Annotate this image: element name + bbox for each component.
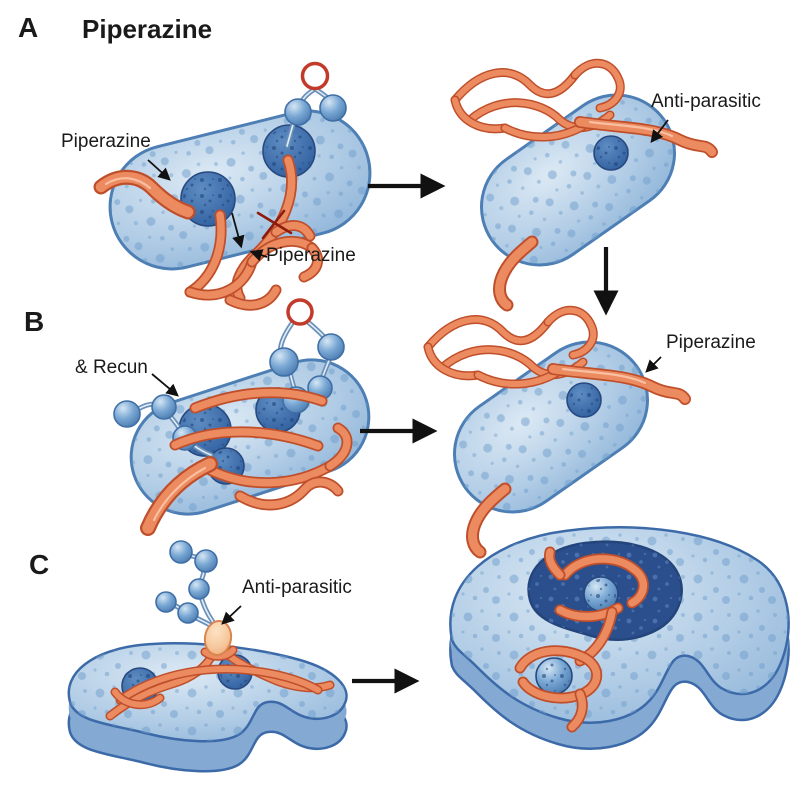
red-x-icon	[256, 209, 293, 240]
parasite-tangle	[140, 387, 353, 536]
label-anti-parasitic-a: Anti-parasitic	[651, 91, 761, 112]
label-piperazine-cell: Piperazine	[61, 131, 151, 152]
parasite-tangle	[105, 645, 335, 721]
receptor-complex-icon	[284, 61, 347, 149]
nucleus	[535, 576, 619, 695]
parasite-tangle	[514, 546, 649, 733]
panel-c-engulfing-cell	[449, 526, 790, 750]
panel-a-letter: A	[18, 12, 39, 43]
recun-pointer	[151, 373, 179, 397]
panel-a-infected-cell	[93, 61, 372, 311]
label-anti-parasitic-c: Anti-parasitic	[242, 577, 352, 598]
label-piperazine-b: Piperazine	[666, 332, 756, 353]
label-recun: & Recun	[75, 357, 148, 378]
panel-c-letter: C	[29, 549, 50, 580]
label-piperazine-parasite: Piperazine	[266, 245, 356, 266]
panel-b-infected-cell	[113, 298, 371, 536]
parasite-tangle	[93, 154, 324, 311]
figure-title: Piperazine	[82, 14, 213, 44]
panel-b-result-cell	[428, 310, 685, 552]
receptor-ring-icon	[286, 298, 314, 326]
piperazine-parasite-pointer	[231, 212, 245, 249]
receptor-ring-icon	[300, 61, 330, 91]
piperazine-parasite-pointer-2	[249, 249, 268, 262]
panel-c-host-cell	[67, 540, 348, 773]
piperazine-cell-pointer	[147, 159, 171, 181]
panel-b-letter: B	[24, 306, 45, 337]
anti-parasitic-pointer-c	[221, 605, 242, 625]
piperazine-pointer-b	[645, 356, 662, 373]
anti-parasitic-complex-icon	[155, 540, 233, 656]
parasite-tangle	[450, 58, 718, 312]
drug-oval-icon	[203, 620, 233, 656]
anti-parasitic-pointer-a	[650, 119, 669, 144]
